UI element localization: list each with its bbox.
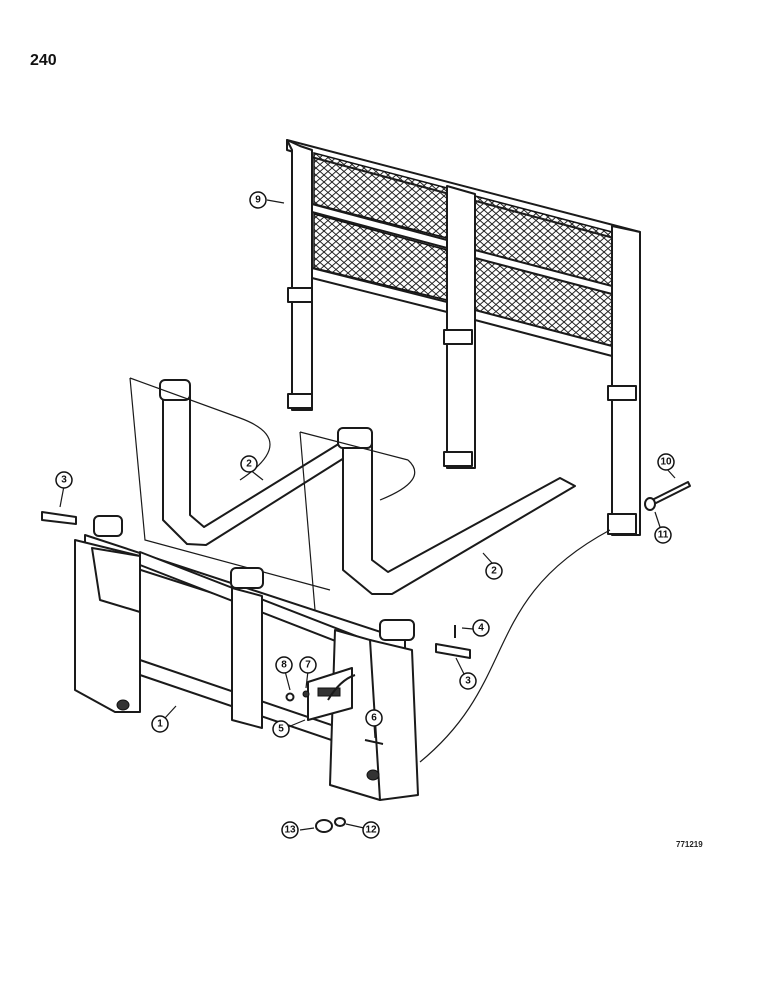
callout-4: 4: [472, 619, 490, 637]
svg-text:2: 2: [491, 566, 497, 577]
fork-tine-right: [299, 427, 576, 611]
svg-text:13: 13: [284, 825, 296, 836]
callout-3-right: 3: [459, 672, 477, 690]
svg-text:9: 9: [255, 195, 261, 206]
callout-2-left: 2: [240, 455, 258, 473]
page-number: 240: [30, 52, 57, 69]
svg-text:10: 10: [660, 457, 672, 468]
svg-text:1: 1: [157, 719, 163, 730]
svg-text:6: 6: [371, 713, 377, 724]
svg-text:3: 3: [61, 475, 67, 486]
svg-text:4: 4: [478, 623, 484, 634]
svg-text:7: 7: [305, 660, 311, 671]
callout-6: 6: [365, 709, 383, 727]
callout-8: 8: [275, 656, 293, 674]
callout-7: 7: [299, 656, 317, 674]
callout-2-right: 2: [485, 562, 503, 580]
callout-11: 11: [654, 526, 672, 544]
figure-code: 771219: [676, 840, 703, 849]
callout-5: 5: [272, 720, 290, 738]
callout-1: 1: [151, 715, 169, 733]
svg-text:5: 5: [278, 724, 284, 735]
svg-text:11: 11: [658, 530, 669, 541]
svg-text:3: 3: [465, 676, 471, 687]
callout-12: 12: [362, 821, 380, 839]
grille-guard: [286, 139, 641, 536]
svg-text:8: 8: [281, 660, 287, 671]
svg-text:2: 2: [246, 459, 252, 470]
svg-text:12: 12: [365, 825, 377, 836]
callout-9: 9: [249, 191, 267, 209]
fork-tine-left: [129, 377, 361, 591]
carriage-frame: [41, 481, 691, 833]
callout-10: 10: [657, 453, 675, 471]
callout-3-left: 3: [55, 471, 73, 489]
callout-13: 13: [281, 821, 299, 839]
